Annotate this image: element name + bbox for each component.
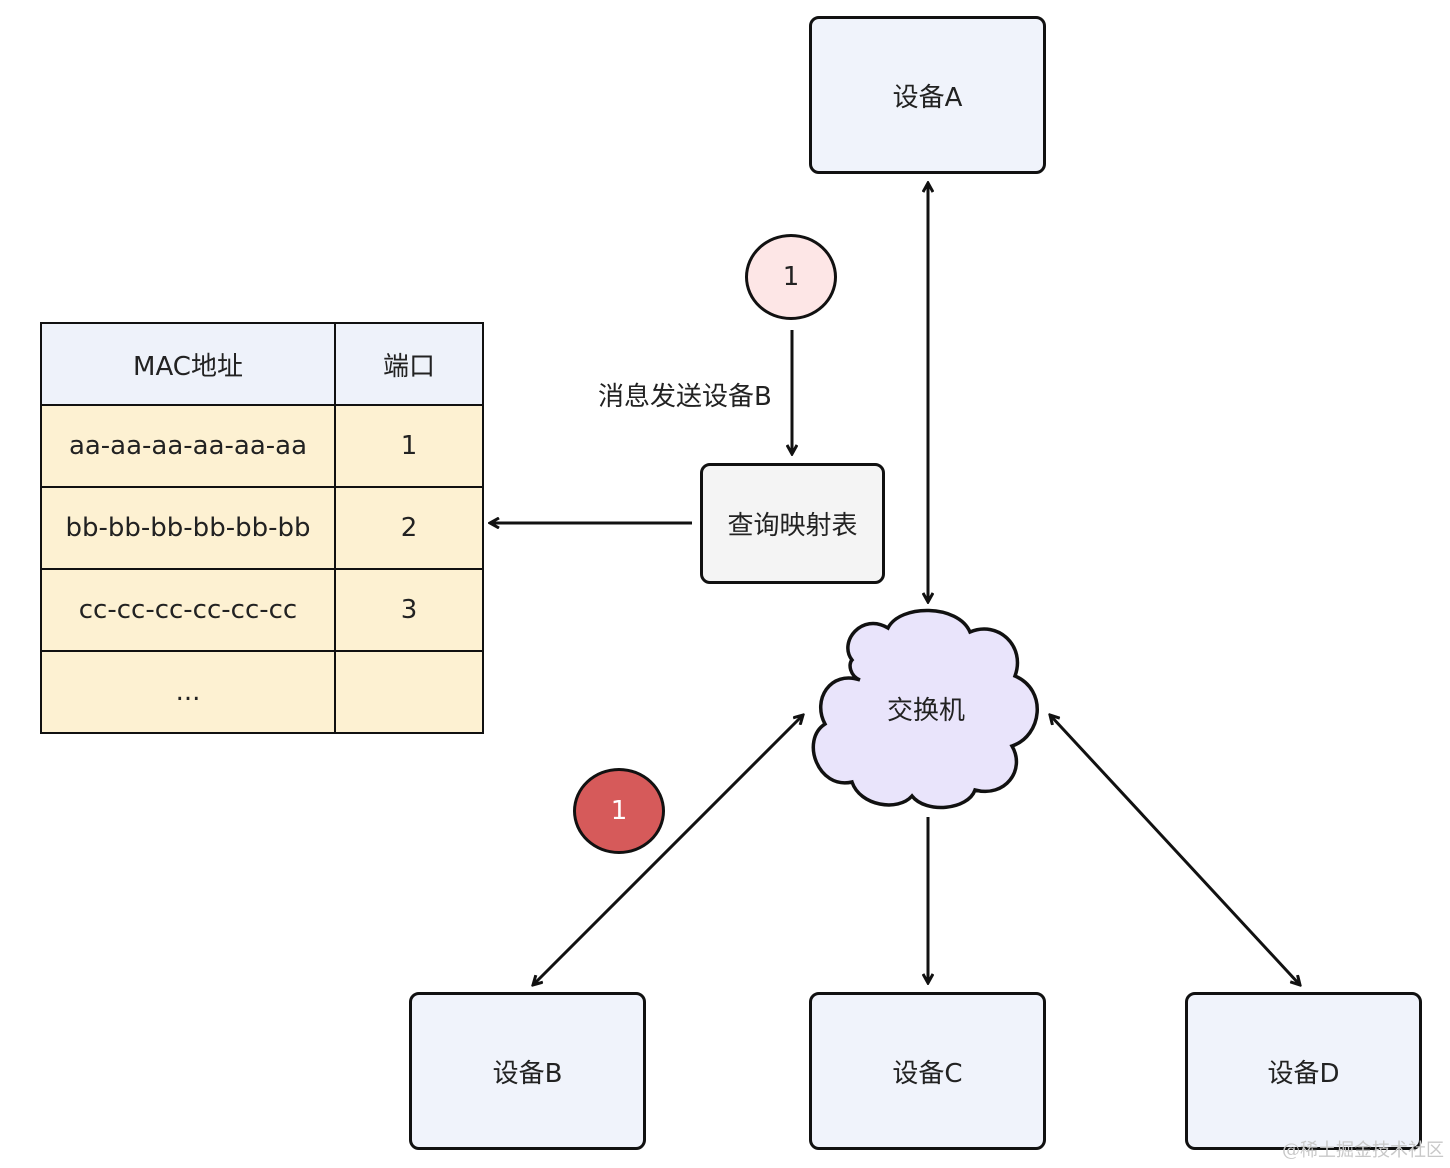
step-badge-bottom-label: 1	[610, 796, 628, 826]
step-badge-bottom: 1	[573, 768, 665, 854]
message-label: 消息发送设备B	[598, 382, 772, 412]
device-c: 设备C	[809, 992, 1046, 1150]
device-b: 设备B	[409, 992, 646, 1150]
cell-port	[334, 650, 484, 734]
link-switch-device-d	[1050, 715, 1300, 985]
header-port: 端口	[334, 322, 484, 406]
cell-port: 3	[334, 568, 484, 652]
table-row: bb-bb-bb-bb-bb-bb 2	[40, 486, 484, 570]
mac-address-table: MAC地址 端口 aa-aa-aa-aa-aa-aa 1 bb-bb-bb-bb…	[40, 322, 484, 734]
cell-mac: cc-cc-cc-cc-cc-cc	[40, 568, 336, 652]
query-label: 查询映射表	[727, 511, 858, 541]
step-badge-top: 1	[745, 234, 837, 320]
table-row: cc-cc-cc-cc-cc-cc 3	[40, 568, 484, 652]
table-row: aa-aa-aa-aa-aa-aa 1	[40, 404, 484, 488]
device-c-label: 设备C	[892, 1058, 963, 1089]
cell-mac: ...	[40, 650, 336, 734]
link-switch-device-b	[533, 715, 803, 985]
device-d: 设备D	[1185, 992, 1422, 1150]
device-b-label: 设备B	[492, 1058, 563, 1089]
device-d-label: 设备D	[1267, 1058, 1340, 1089]
table-row: ...	[40, 650, 484, 734]
query-mapping-table-box: 查询映射表	[700, 463, 885, 584]
switch-cloud	[811, 608, 1039, 810]
step-badge-top-label: 1	[782, 262, 800, 292]
switch-label: 交换机	[886, 696, 965, 726]
device-a-label: 设备A	[892, 82, 963, 113]
table-header-row: MAC地址 端口	[40, 322, 484, 406]
watermark: @稀土掘金技术社区	[1282, 1140, 1444, 1161]
cell-mac: aa-aa-aa-aa-aa-aa	[40, 404, 336, 488]
cell-mac: bb-bb-bb-bb-bb-bb	[40, 486, 336, 570]
header-mac: MAC地址	[40, 322, 336, 406]
device-a: 设备A	[809, 16, 1046, 174]
cell-port: 2	[334, 486, 484, 570]
cell-port: 1	[334, 404, 484, 488]
